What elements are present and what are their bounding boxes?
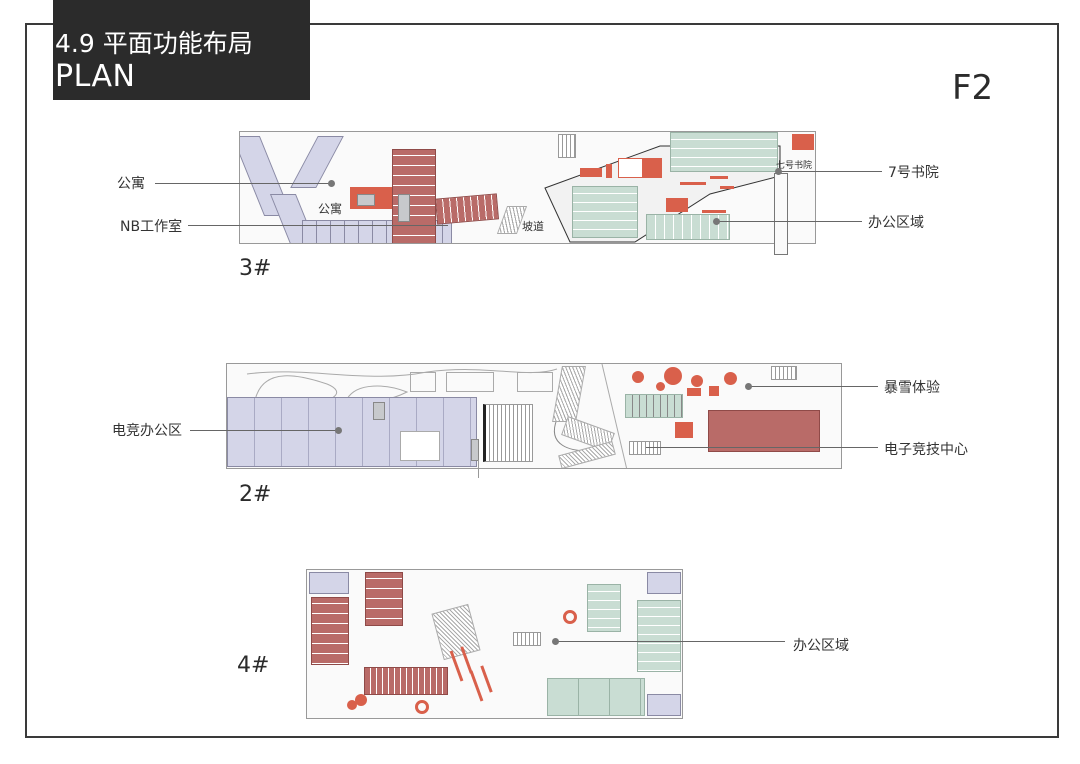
red-line-1	[680, 182, 706, 185]
callout-academy: 7号书院	[888, 165, 939, 181]
esports-office-white-room	[400, 431, 440, 461]
studio-block-top	[365, 572, 403, 626]
exp-circle-3	[656, 382, 665, 391]
plan-text-apartment: 公寓	[318, 202, 343, 216]
grand-stair	[483, 404, 533, 462]
callout-esports-center: 电子竞技中心	[884, 442, 968, 458]
red-ring-2	[563, 610, 577, 624]
studio-block-bottom	[364, 667, 448, 695]
red-bar-3	[469, 670, 484, 702]
floor-label: F2	[952, 68, 994, 108]
callout-esports-office: 电竞办公区	[112, 423, 182, 439]
nb-studio-tower	[392, 149, 436, 243]
red-line-4	[702, 210, 726, 213]
callout-nb-studio: NB工作室	[120, 219, 183, 235]
box-3	[517, 372, 553, 392]
leader-dot	[775, 168, 782, 175]
title-box: 4.9 平面功能布局 PLAN	[53, 0, 310, 100]
building-number-4: 4#	[237, 653, 270, 678]
office-green-top	[587, 584, 621, 632]
leader-line	[646, 447, 878, 448]
page-title-en: PLAN	[55, 59, 136, 94]
red-ring-1	[415, 700, 429, 714]
esports-stair-core-2	[471, 439, 479, 461]
leader-dot	[552, 638, 559, 645]
exp-circle-2	[664, 367, 682, 385]
stair-top	[558, 134, 576, 158]
page-title-cn: 4.9 平面功能布局	[55, 29, 253, 58]
office-green-bottom	[547, 678, 645, 716]
red-cluster-1	[347, 700, 357, 710]
red-cluster-2	[355, 694, 367, 706]
slide-frame	[25, 23, 1059, 738]
corner-core-tr	[647, 572, 681, 594]
exp-green-area	[625, 394, 683, 418]
stair-core-2	[398, 194, 410, 222]
office-green-right	[637, 600, 681, 672]
exp-square-1	[687, 388, 701, 396]
red-line-3	[720, 186, 734, 189]
leader-line	[748, 386, 878, 387]
plan-text-academy: 七号书院	[776, 161, 813, 171]
leader-line	[716, 221, 862, 222]
plan-building-3: 公寓 坡道 七号书院	[239, 131, 816, 244]
divider-line	[478, 460, 479, 478]
red-block-3	[618, 158, 662, 178]
red-bar-4	[480, 665, 493, 693]
exp-stair	[771, 366, 797, 380]
esports-stair-core	[373, 402, 385, 420]
callout-blizzard-experience: 暴雪体验	[884, 380, 940, 396]
red-block-1	[580, 168, 602, 177]
leader-dot	[745, 383, 752, 390]
office-area-left	[572, 186, 638, 238]
esports-center-block	[708, 410, 820, 452]
building-number-3: 3#	[239, 256, 272, 281]
building-number-2: 2#	[239, 482, 272, 507]
exp-circle-4	[691, 375, 703, 387]
stair-core	[357, 194, 375, 206]
callout-office-area-4: 办公区域	[793, 638, 849, 654]
leader-line	[155, 183, 331, 184]
esports-seats	[629, 441, 661, 455]
red-line-2	[710, 176, 728, 179]
leader-line	[188, 225, 448, 226]
exp-circle-5	[724, 372, 737, 385]
box-1	[410, 372, 436, 392]
academy-bridge	[774, 173, 788, 255]
plan-building-4	[306, 569, 683, 719]
red-block-2	[606, 164, 612, 178]
leader-line	[778, 171, 882, 172]
exp-square-2	[709, 386, 719, 396]
box-2	[446, 372, 494, 392]
exp-red-square	[675, 422, 693, 438]
callout-office-area-3: 办公区域	[868, 215, 924, 231]
studio-block-left	[311, 597, 349, 665]
plan-building-2	[226, 363, 842, 469]
core-red	[666, 198, 688, 212]
leader-dot	[335, 427, 342, 434]
stair-4	[513, 632, 541, 646]
leader-dot	[328, 180, 335, 187]
callout-apartment: 公寓	[117, 176, 145, 192]
academy-reading-area	[670, 132, 778, 172]
leader-line	[555, 641, 785, 642]
corner-core-br	[647, 694, 681, 716]
plan-text-ramp: 坡道	[522, 220, 544, 233]
leader-dot	[713, 218, 720, 225]
diagonal-seating	[431, 603, 481, 661]
academy-core	[792, 134, 814, 150]
leader-line	[190, 430, 338, 431]
corner-core-tl	[309, 572, 349, 594]
exp-circle-1	[632, 371, 644, 383]
